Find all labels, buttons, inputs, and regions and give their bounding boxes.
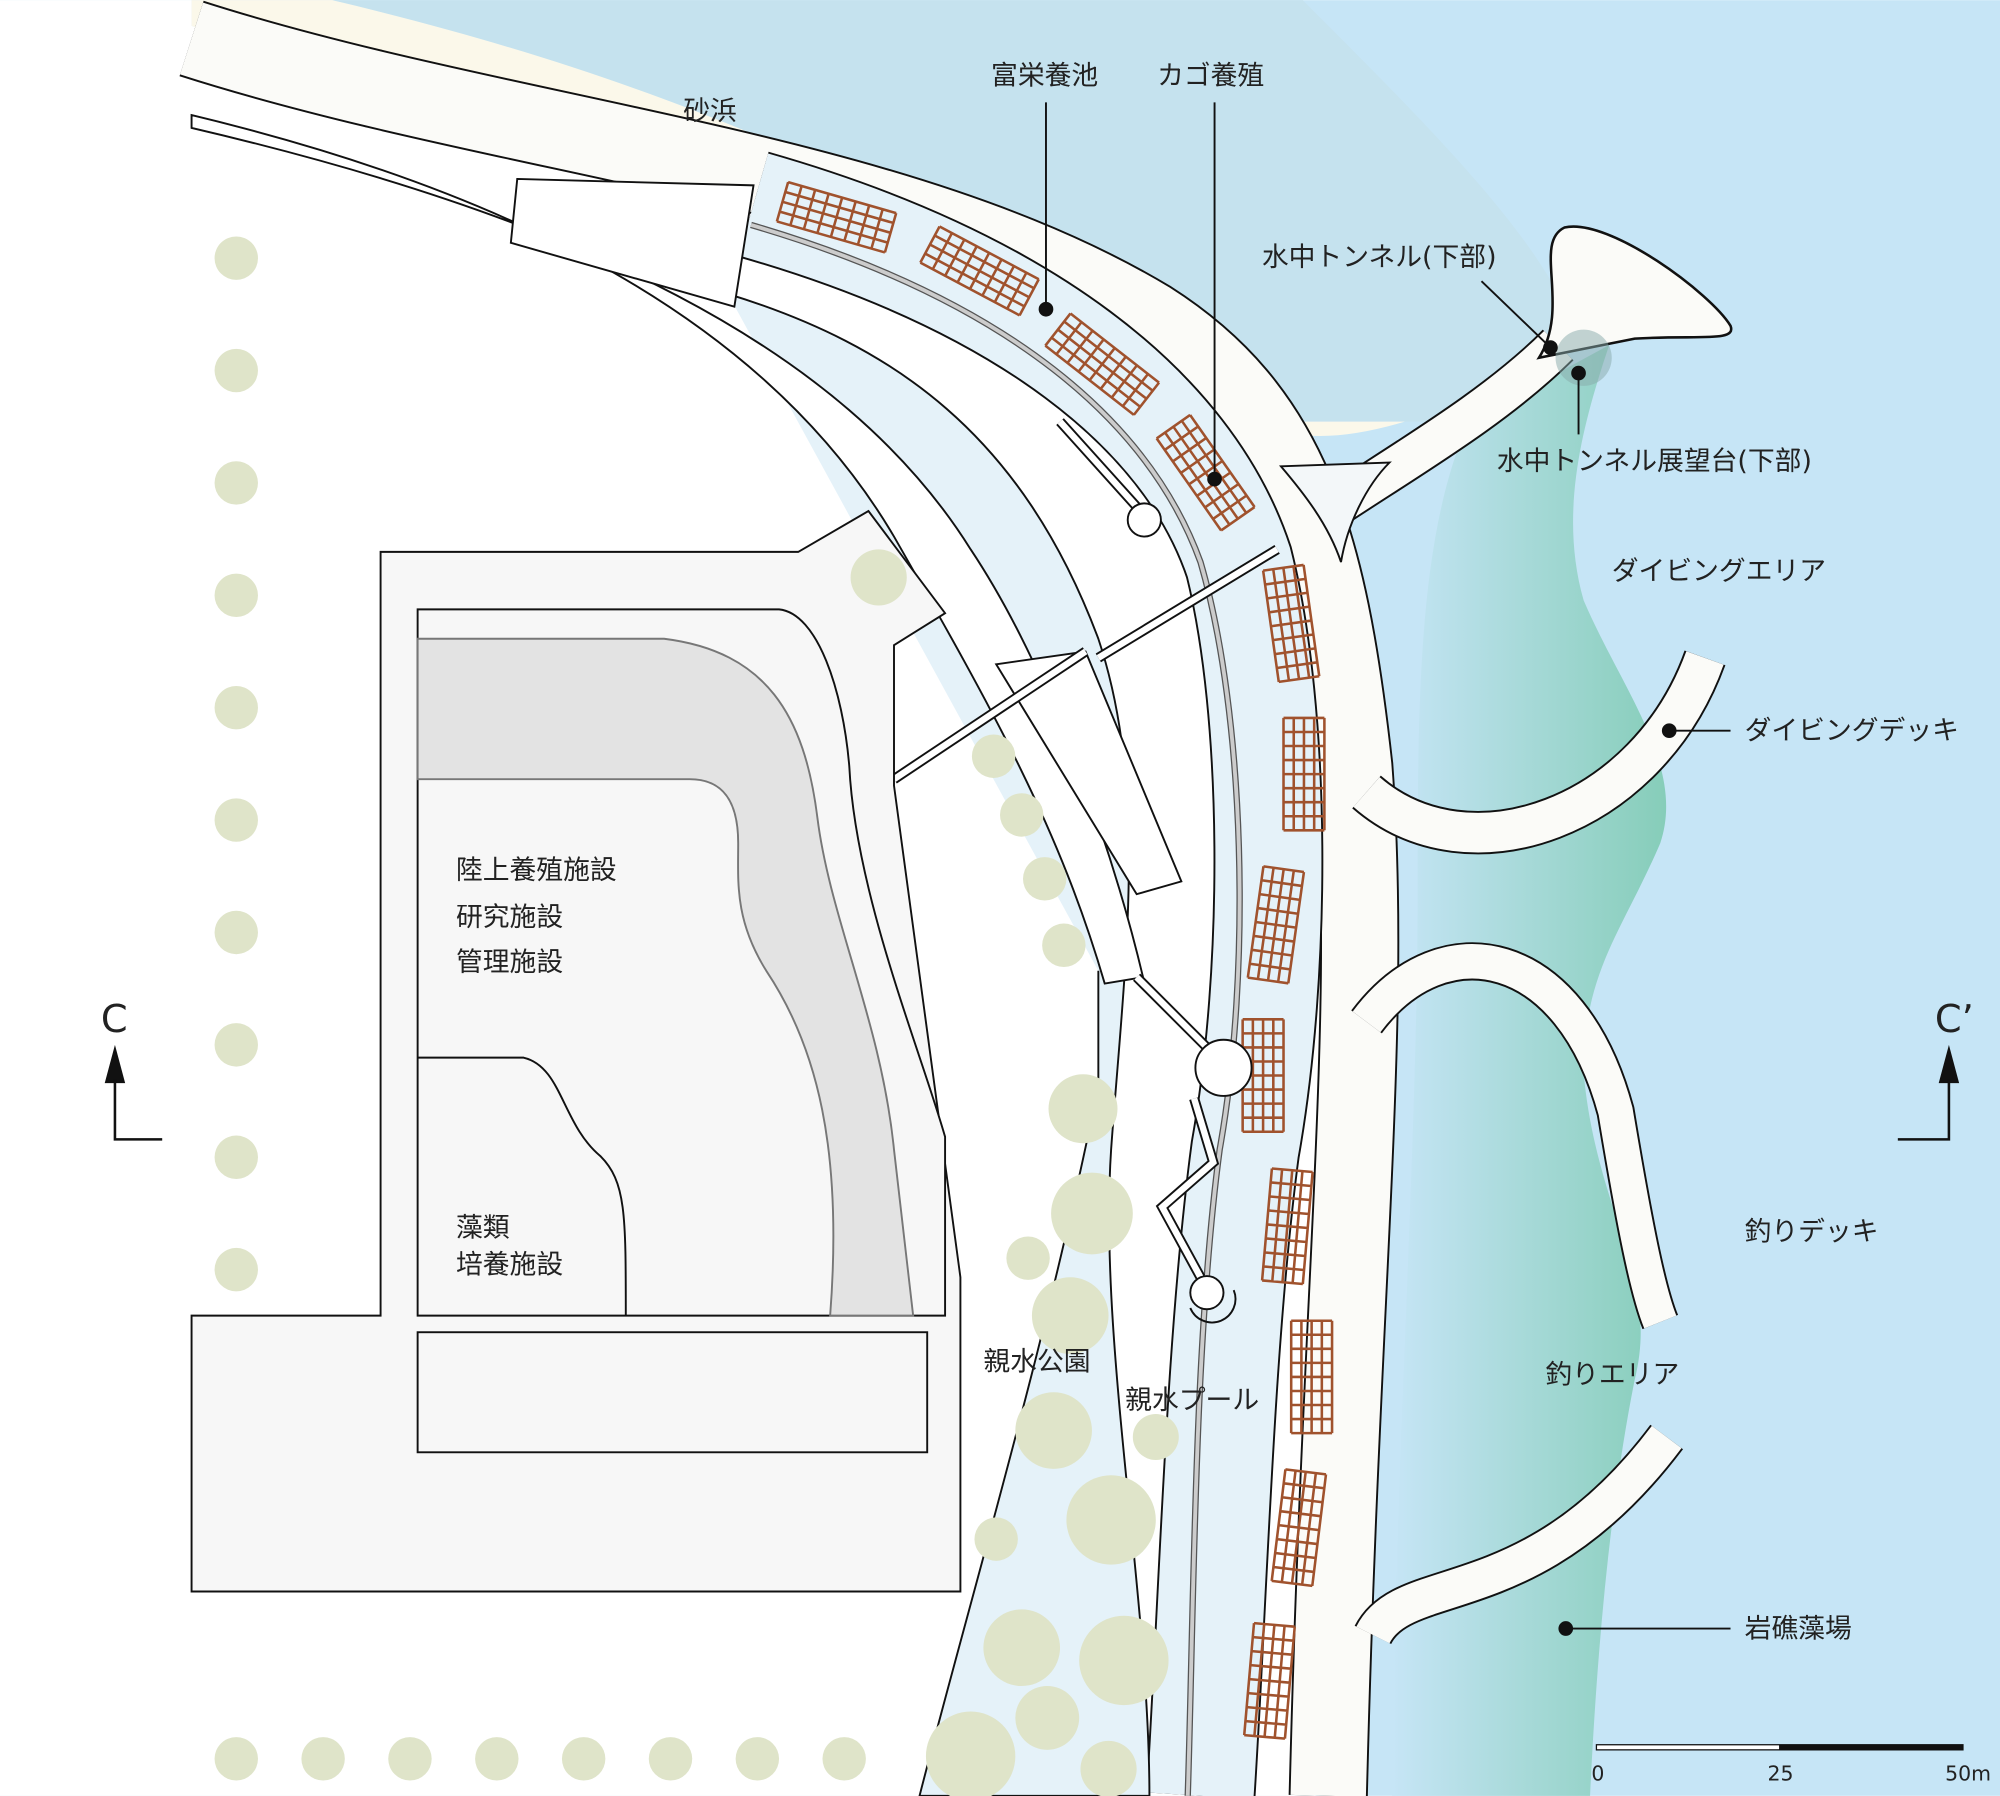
tree xyxy=(214,685,258,730)
label-beach: 砂浜 xyxy=(683,96,737,127)
cage-net xyxy=(1261,563,1321,684)
algae-building-outline xyxy=(417,1056,627,1316)
svg-text:C’: C’ xyxy=(1935,997,1974,1042)
label-eutrophic-pond: 富栄養池 xyxy=(991,60,1098,91)
label-diving-area: ダイビングエリア xyxy=(1612,556,1826,587)
tree xyxy=(214,1247,258,1292)
tree xyxy=(1022,857,1067,901)
tree xyxy=(1042,923,1086,967)
label-waterside-pool: 親水プール xyxy=(1125,1385,1259,1416)
label-waterside-park: 親水公園 xyxy=(983,1347,1090,1378)
cage-net xyxy=(775,180,898,254)
label-facility-admin: 管理施設 xyxy=(456,947,563,978)
scale-bar: 0 25 50m xyxy=(1591,1744,1991,1786)
label-underwater-tunnel: 水中トンネル(下部) xyxy=(1262,242,1497,273)
trees xyxy=(214,236,1179,1796)
label-algae-1: 藻類 xyxy=(456,1212,510,1243)
tree xyxy=(1031,1277,1109,1354)
svg-text:0: 0 xyxy=(1591,1762,1604,1786)
tree xyxy=(822,1737,866,1781)
tree xyxy=(1066,1475,1156,1565)
section-marker-left: C xyxy=(101,997,163,1141)
observatory-dome xyxy=(1555,329,1612,386)
tree xyxy=(561,1737,606,1781)
tree xyxy=(850,549,907,606)
tree xyxy=(214,461,258,505)
cage-net xyxy=(1282,716,1326,832)
reef-zone xyxy=(1392,344,1667,1796)
tree xyxy=(388,1737,432,1781)
cage-net xyxy=(1241,1018,1285,1133)
cage-net xyxy=(1270,1468,1328,1588)
label-rocky-reef: 岩礁藻場 xyxy=(1745,1613,1852,1644)
tree xyxy=(1048,1074,1118,1144)
svg-text:25: 25 xyxy=(1768,1762,1794,1786)
cage-net xyxy=(1242,1621,1297,1740)
label-fishing-area: 釣りエリア xyxy=(1545,1359,1679,1390)
svg-text:C: C xyxy=(101,997,128,1042)
tree xyxy=(974,1517,1018,1561)
tree xyxy=(1079,1615,1169,1706)
tree xyxy=(214,348,258,393)
seawall-promenade[interactable] xyxy=(180,2,1398,1796)
label-diving-deck: ダイビングデッキ xyxy=(1745,716,1959,747)
cage-net xyxy=(1246,865,1306,985)
svg-text:50m: 50m xyxy=(1945,1762,1991,1786)
cage-net xyxy=(1289,1319,1334,1435)
tree xyxy=(1132,1413,1179,1460)
tunnel-observatory-platform[interactable] xyxy=(1536,225,1733,360)
inner-walkways xyxy=(190,113,1280,1324)
label-tunnel-observatory: 水中トンネル展望台(下部) xyxy=(1497,446,1812,477)
cage-net xyxy=(919,225,1040,317)
cage-culture-nets xyxy=(775,180,1334,1740)
tree xyxy=(983,1609,1061,1686)
tree xyxy=(648,1737,693,1781)
leader-lines xyxy=(1038,102,1731,1636)
annex-building xyxy=(416,1331,929,1454)
label-fishing-deck: 釣りデッキ xyxy=(1745,1216,1879,1247)
cage-net xyxy=(1260,1167,1314,1286)
tree xyxy=(214,1023,258,1067)
tree xyxy=(1080,1740,1137,1796)
tree xyxy=(1051,1172,1133,1255)
facility-tanks xyxy=(416,637,915,1317)
section-marker-right: C’ xyxy=(1897,997,1974,1141)
tree xyxy=(971,734,1016,778)
cage-net xyxy=(1044,312,1161,416)
tree xyxy=(301,1737,345,1781)
tree xyxy=(1015,1392,1092,1469)
tree xyxy=(214,573,258,618)
triangle-plaza xyxy=(1278,461,1392,563)
label-facility-research: 研究施設 xyxy=(456,902,563,933)
tree xyxy=(1000,793,1044,837)
label-facility-aquaculture: 陸上養殖施設 xyxy=(456,855,617,886)
tree xyxy=(475,1737,519,1781)
tree xyxy=(214,1737,258,1781)
label-cage-culture: カゴ養殖 xyxy=(1157,60,1264,91)
tree xyxy=(735,1737,780,1781)
tree xyxy=(1015,1685,1080,1750)
label-algae-2: 培養施設 xyxy=(456,1249,563,1280)
tree xyxy=(214,236,258,280)
tree xyxy=(925,1711,1016,1796)
tree xyxy=(214,1135,258,1179)
tree xyxy=(214,798,258,842)
tree xyxy=(1006,1236,1050,1280)
tree xyxy=(214,910,258,955)
